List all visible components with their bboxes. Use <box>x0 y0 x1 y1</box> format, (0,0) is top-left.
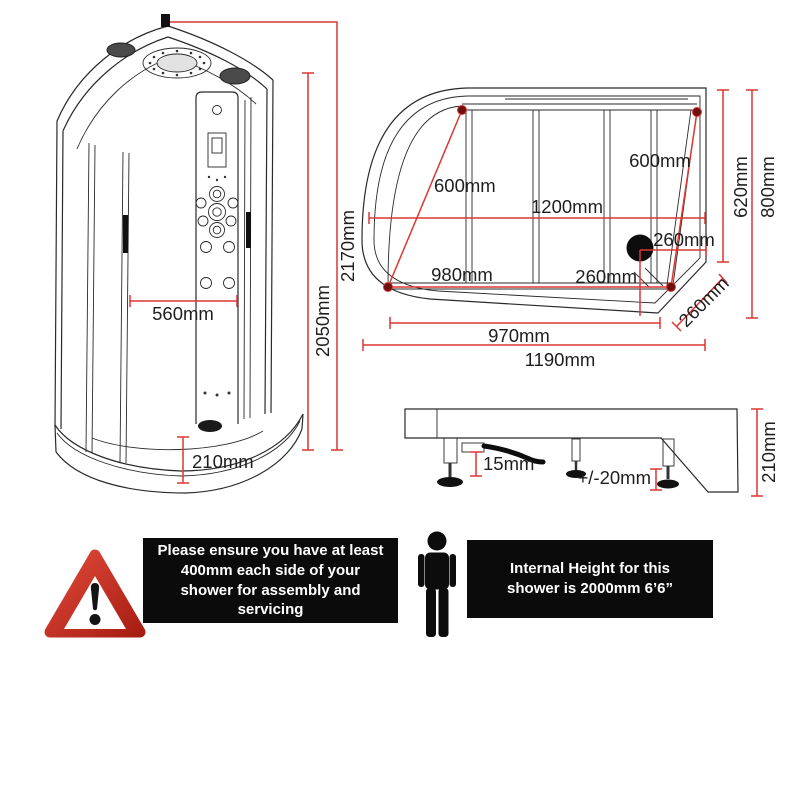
roof-apex-tick <box>161 14 170 27</box>
warning-triangle-icon <box>44 549 146 638</box>
front-view-dimensions: 2170mm 2050mm 560mm 210mm <box>129 21 358 484</box>
front-view-drawing: 2170mm 2050mm 560mm 210mm <box>54 14 358 494</box>
corner-dot <box>666 282 676 292</box>
clearance-notice-line: Please ensure you have at least <box>157 541 384 559</box>
tray-outline-outer <box>361 87 707 314</box>
plan-view-dimensions: 600mm 600mm 1200mm 260mm 260mm 980mm 970… <box>362 89 778 370</box>
speaker-right-icon <box>219 67 251 85</box>
corner-dot <box>457 105 467 115</box>
left-wall <box>54 120 64 430</box>
door-handle-left <box>123 215 128 253</box>
control-column <box>195 91 239 424</box>
speaker-left-icon <box>106 42 136 58</box>
dim-internal-depth: 620mm <box>730 156 751 218</box>
control-panel <box>207 132 227 168</box>
base-tray <box>54 413 304 494</box>
dim-leg-adjustment: +/-20mm <box>577 467 651 488</box>
person-icon <box>418 531 456 637</box>
dim-rear-width: 980mm <box>431 264 493 285</box>
dim-left-glass-diagonal: 600mm <box>434 175 496 196</box>
dim-overall-height: 2170mm <box>337 210 358 282</box>
dim-overall-width: 1190mm <box>525 349 596 370</box>
tray-drain <box>198 420 222 432</box>
plan-view-drawing: 600mm 600mm 1200mm 260mm 260mm 980mm 970… <box>361 87 778 370</box>
left-glass <box>85 142 96 454</box>
dim-front-tray-height: 210mm <box>192 451 254 472</box>
side-view-drawing: 15mm +/-20mm 210mm <box>404 408 779 497</box>
clearance-notice-line: 400mm each side of your <box>180 561 361 579</box>
adjustable-leg <box>437 437 463 487</box>
dim-drain-from-front: 260mm <box>575 266 637 287</box>
adjustable-leg <box>566 438 586 478</box>
glass-top-rail <box>462 98 697 111</box>
dim-waste-clearance: 15mm <box>483 453 534 474</box>
internal-height-notice: Internal Height for this shower is 2000m… <box>467 540 713 618</box>
ceiling-light-icon <box>142 47 212 79</box>
waste-pipe <box>481 443 546 465</box>
dim-side-tray-height: 210mm <box>758 421 779 483</box>
glass-mullions <box>465 110 658 283</box>
glass-quadrant-curve <box>387 105 463 286</box>
clearance-notice-line: shower for assembly and <box>180 581 361 599</box>
tray-side-outline <box>404 408 739 493</box>
valve-knobs <box>195 186 239 289</box>
door-frame <box>119 151 130 464</box>
dim-overall-depth: 800mm <box>757 156 778 218</box>
dim-internal-width: 1200mm <box>531 196 603 217</box>
glass-corner-door <box>666 109 698 286</box>
right-wall <box>264 79 274 415</box>
internal-height-notice-line: shower is 2000mm 6’6” <box>507 580 673 597</box>
clearance-notice-line: servicing <box>237 601 304 619</box>
dim-glass-height: 2050mm <box>312 285 333 357</box>
adjustable-leg <box>657 438 679 489</box>
corner-hatch <box>633 267 664 288</box>
side-view-dimensions: 15mm +/-20mm 210mm <box>470 408 779 497</box>
dim-corner-door-width: 260mm <box>674 272 732 330</box>
internal-height-notice-line: Internal Height for this <box>509 560 670 578</box>
clearance-notice: Please ensure you have at least 400mm ea… <box>143 538 398 623</box>
waste-outlet <box>461 442 485 453</box>
tray-outline-inner <box>373 95 701 304</box>
corner-dot <box>383 282 393 292</box>
corner-dot <box>692 107 702 117</box>
dim-drain-from-edge: 260mm <box>653 229 715 250</box>
door-handle-right <box>246 212 251 248</box>
plan-drain <box>626 234 654 262</box>
dim-right-glass-diagonal: 600mm <box>629 150 691 171</box>
dim-panel-width: 560mm <box>152 303 214 324</box>
dim-front-width: 970mm <box>488 325 550 346</box>
glass-bottom-rail <box>388 282 672 290</box>
right-glass <box>243 96 252 420</box>
